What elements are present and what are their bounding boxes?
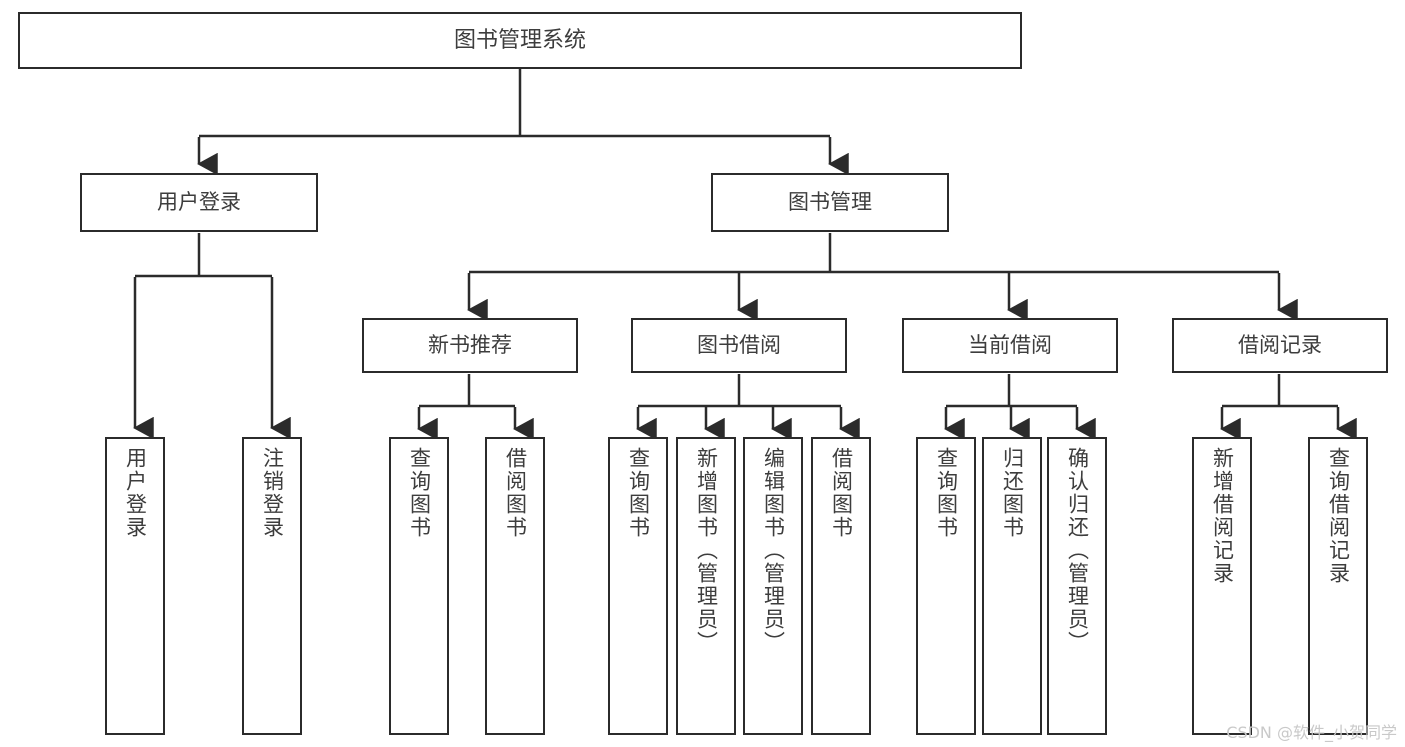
leaf-confirm-return-admin[interactable]: 确认归还（管理员） [1047,437,1107,735]
node-label: 查询图书 [407,447,432,539]
node-label: 归还图书 [1000,447,1025,539]
node-borrow-record[interactable]: 借阅记录 [1172,318,1388,373]
node-label: 查询借阅记录 [1326,447,1351,585]
node-label: 借阅记录 [1238,333,1322,358]
node-label: 图书管理系统 [453,27,586,53]
node-root-book-management-system[interactable]: 图书管理系统 [18,12,1022,69]
node-book-borrow[interactable]: 图书借阅 [631,318,847,373]
leaf-query-borrow-record[interactable]: 查询借阅记录 [1308,437,1368,735]
leaf-add-book-admin[interactable]: 新增图书（管理员） [676,437,736,735]
leaf-query-book-new-recommend[interactable]: 查询图书 [389,437,449,735]
node-label: 查询图书 [934,447,959,539]
node-user-login[interactable]: 用户登录 [80,173,318,232]
node-label: 注销登录 [260,447,285,539]
leaf-return-book[interactable]: 归还图书 [982,437,1042,735]
leaf-borrow-book-borrow[interactable]: 借阅图书 [811,437,871,735]
node-label: 编辑图书（管理员） [761,447,786,654]
leaf-query-book-current[interactable]: 查询图书 [916,437,976,735]
leaf-query-book-borrow[interactable]: 查询图书 [608,437,668,735]
node-label: 图书管理 [788,190,872,215]
node-label: 查询图书 [626,447,651,539]
node-label: 借阅图书 [829,447,854,539]
node-label: 新增借阅记录 [1210,447,1235,585]
node-label: 新增图书（管理员） [694,447,719,654]
watermark-text: CSDN @软件_小贺同学 [1226,723,1397,742]
leaf-borrow-book-new-recommend[interactable]: 借阅图书 [485,437,545,735]
node-label: 当前借阅 [968,333,1052,358]
node-current-borrow[interactable]: 当前借阅 [902,318,1118,373]
node-new-book-recommend[interactable]: 新书推荐 [362,318,578,373]
leaf-edit-book-admin[interactable]: 编辑图书（管理员） [743,437,803,735]
node-label: 用户登录 [157,190,241,215]
leaf-logout-login[interactable]: 注销登录 [242,437,302,735]
leaf-user-login[interactable]: 用户登录 [105,437,165,735]
node-label: 确认归还（管理员） [1065,447,1090,654]
node-label: 借阅图书 [503,447,528,539]
node-book-management[interactable]: 图书管理 [711,173,949,232]
node-label: 用户登录 [123,447,148,539]
node-label: 新书推荐 [428,333,512,358]
node-label: 图书借阅 [697,333,781,358]
leaf-add-borrow-record[interactable]: 新增借阅记录 [1192,437,1252,735]
